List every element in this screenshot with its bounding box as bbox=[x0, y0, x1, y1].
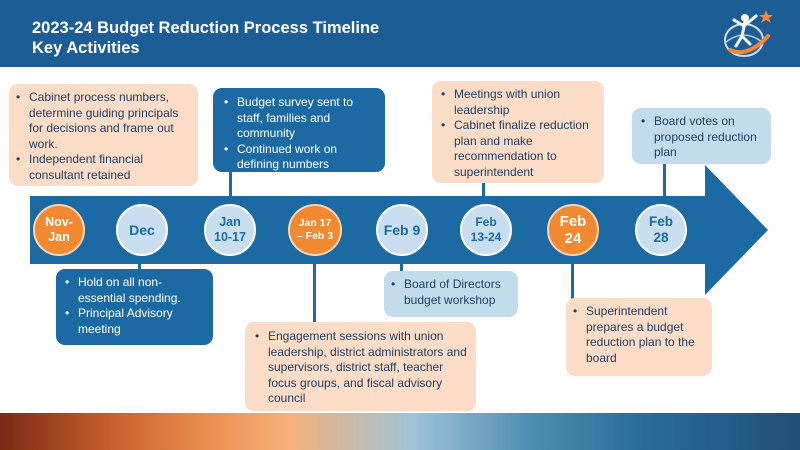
title-line-2: Key Activities bbox=[32, 39, 140, 57]
connector-dec bbox=[138, 258, 141, 272]
milestone-label: Feb bbox=[648, 214, 673, 229]
milestone-dec: Dec bbox=[116, 204, 168, 256]
callout-item: Principal Advisory meeting bbox=[62, 306, 209, 337]
callout-item: Cabinet process numbers, determine guidi… bbox=[13, 90, 192, 152]
callout-item: Cabinet finalize reduction plan and make… bbox=[438, 118, 598, 180]
milestone-label: Jan bbox=[219, 215, 241, 229]
milestone-nov-jan: Nov-Jan bbox=[33, 204, 85, 256]
milestone-feb-9: Feb 9 bbox=[376, 204, 428, 256]
milestone-label: Dec bbox=[129, 222, 155, 238]
callout-item: Continued work on defining numbers bbox=[221, 142, 379, 173]
callout-item: Board of Directors budget workshop bbox=[388, 277, 514, 308]
connector-feb-24 bbox=[571, 258, 574, 300]
callout-feb-24: Superintendent prepares a budget reducti… bbox=[566, 298, 712, 376]
callout-item: Independent financial consultant retaine… bbox=[13, 152, 192, 183]
milestone-label: 24 bbox=[564, 230, 582, 247]
milestone-label: Feb 9 bbox=[383, 222, 421, 238]
milestone-label: Jan bbox=[48, 230, 70, 244]
callout-jan17-feb3: Engagement sessions with union leadershi… bbox=[245, 322, 476, 411]
callout-jan-10-17: Budget survey sent to staff, families an… bbox=[213, 88, 385, 172]
callout-item: Hold on all non-essential spending. bbox=[62, 275, 209, 306]
callout-item: Budget survey sent to staff, families an… bbox=[221, 95, 379, 142]
connector-jan-10-17 bbox=[229, 170, 232, 200]
callout-item: Meetings with union leadership bbox=[438, 87, 598, 118]
connector-feb-13-24 bbox=[482, 180, 485, 200]
callout-item: Superintendent prepares a budget reducti… bbox=[570, 304, 708, 366]
milestone-label: 13-24 bbox=[470, 230, 502, 244]
callout-dec: Hold on all non-essential spending. Prin… bbox=[56, 269, 213, 345]
connector-jan17-feb3 bbox=[313, 258, 316, 324]
callout-item: Board votes on proposed reduction plan bbox=[638, 114, 767, 161]
callout-item: Engagement sessions with union leadershi… bbox=[252, 329, 470, 407]
connector-feb-9 bbox=[400, 258, 403, 274]
district-logo-icon bbox=[724, 10, 773, 57]
connector-feb-28 bbox=[663, 160, 666, 200]
page-title: 2023-24 Budget Reduction Process Timelin… bbox=[32, 18, 379, 58]
milestone-label: Feb bbox=[475, 215, 497, 229]
header-banner: 2023-24 Budget Reduction Process Timelin… bbox=[0, 0, 800, 67]
milestone-jan17-feb3: Jan 17– Feb 3 bbox=[288, 204, 342, 256]
callout-feb-13-24: Meetings with union leadership Cabinet f… bbox=[432, 81, 604, 183]
milestone-label: Feb bbox=[559, 213, 587, 230]
milestone-label: – Feb 3 bbox=[296, 230, 334, 242]
footer-photo-strip bbox=[0, 413, 800, 450]
milestone-label: Jan 17 bbox=[298, 217, 332, 229]
callout-nov-jan: Cabinet process numbers, determine guidi… bbox=[9, 84, 198, 186]
milestone-label: 28 bbox=[653, 230, 669, 245]
milestone-label: Nov- bbox=[45, 215, 73, 229]
title-line-1: 2023-24 Budget Reduction Process Timelin… bbox=[32, 19, 380, 37]
callout-feb-28: Board votes on proposed reduction plan bbox=[632, 108, 771, 164]
milestone-label: 10-17 bbox=[214, 230, 246, 244]
callout-feb-9: Board of Directors budget workshop bbox=[384, 271, 518, 317]
